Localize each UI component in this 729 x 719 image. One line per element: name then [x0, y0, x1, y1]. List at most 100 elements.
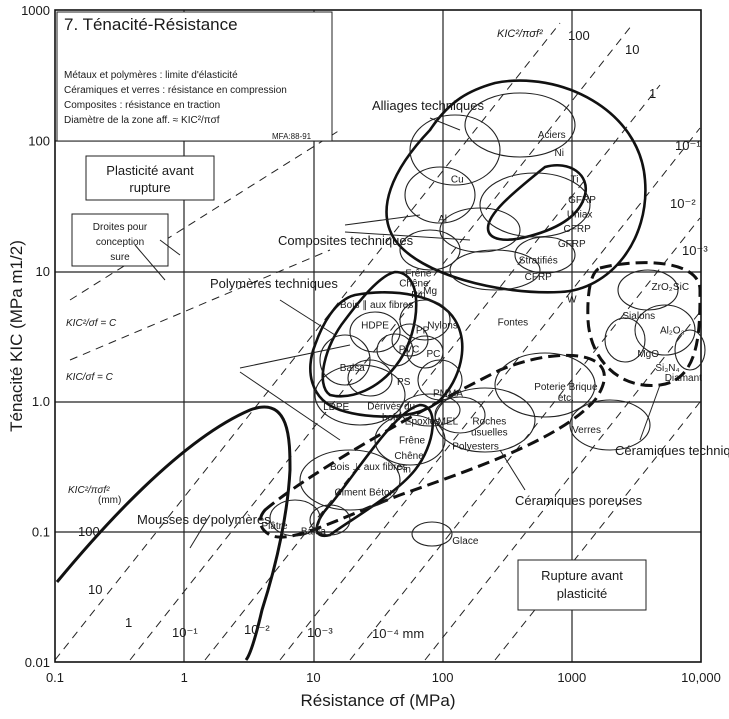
guide-unit-label: (mm)	[98, 495, 121, 506]
x-tick-label: 1	[181, 670, 188, 685]
guide-label-lower: 10⁻²	[244, 622, 270, 637]
y-tick-label: 1000	[21, 3, 50, 18]
guide-formula-left: KIC²/πσf²	[68, 485, 110, 496]
material-label: ZrO₂	[652, 282, 673, 293]
material-label: Ti	[571, 175, 579, 186]
guide-label-upper: 100	[568, 28, 590, 43]
x-tick-label: 10	[306, 670, 320, 685]
envelope-ceramiques-poreuses	[258, 353, 606, 539]
material-label: Frêne	[399, 435, 426, 446]
material-label: Stratifiés	[519, 255, 558, 266]
box-plasticite: Plasticité avant	[106, 163, 194, 178]
material-label: Balsa	[301, 527, 326, 538]
material-label: Al	[438, 214, 447, 225]
svg-text:sure: sure	[110, 252, 130, 263]
guide-formula-top: KIC²/πσf²	[497, 28, 543, 40]
material-label: Nylons	[427, 321, 458, 332]
guide-label-lower: 100	[78, 524, 100, 539]
material-label-line: bois	[382, 412, 400, 423]
material-label: Chêne	[394, 451, 424, 462]
material-label: Fontes	[498, 318, 529, 329]
y-tick-label: 100	[28, 133, 50, 148]
y-axis-title: Ténacité KIC (MPa m1/2)	[7, 240, 26, 432]
chart-title: 7. Ténacité-Résistance	[64, 15, 238, 34]
y-tick-label: 1.0	[32, 394, 50, 409]
material-label: Verres	[572, 425, 601, 436]
box-droites: Droites pour	[93, 222, 148, 233]
guide-label-lower: 10⁻⁴ mm	[372, 626, 424, 641]
material-label: Mg	[423, 286, 437, 297]
material-label: PMMA	[433, 388, 463, 399]
material-label: PP	[416, 325, 430, 336]
material-label-line: usuelles	[471, 428, 508, 439]
material-label: Frêne	[405, 269, 432, 280]
material-label: Pin	[396, 464, 410, 475]
guide-label-upper: 10⁻²	[670, 196, 696, 211]
material-label: Chêne	[399, 278, 429, 289]
material-label: Balsa	[340, 363, 365, 374]
family-labels: Alliages techniques Composites technique…	[137, 98, 729, 527]
guide-label-upper: 10⁻¹	[675, 138, 701, 153]
envelope-alliages	[385, 79, 647, 294]
label-ceramiques-poreuses: Céramiques poreuses	[515, 493, 643, 508]
material-label: W	[567, 295, 577, 306]
reference-code: MFA:88-91	[272, 132, 312, 141]
guide-label-lower: 10⁻³	[307, 625, 333, 640]
label-composites: Composites techniques	[278, 233, 414, 248]
material-label: Plâtre	[261, 521, 288, 532]
material-label: PS	[397, 377, 411, 388]
label-ceramiques-techniques: Céramiques techniques	[615, 443, 729, 458]
material-label-line: Roches	[472, 417, 506, 428]
material-label: Pin	[411, 290, 425, 301]
guide-label-lower: 10	[88, 582, 102, 597]
svg-text:rupture: rupture	[129, 180, 170, 195]
note-composites: Composites : résistance en traction	[64, 100, 220, 111]
guide-label-upper: 10	[625, 42, 639, 57]
guide-label-lower: 10⁻¹	[172, 625, 198, 640]
material-label: Cu	[451, 175, 464, 186]
x-tick-label: 10,000	[681, 670, 721, 685]
material-label: Aciers	[538, 130, 566, 141]
svg-text:plasticité: plasticité	[557, 586, 608, 601]
guide-label-upper: 10⁻³	[682, 243, 708, 258]
material-label: Ni	[555, 148, 564, 159]
material-label: Al₂O₃	[660, 325, 685, 336]
material-label: LDPE	[323, 402, 349, 413]
guide-label-upper: 1	[649, 86, 656, 101]
material-label: Glace	[452, 536, 479, 547]
material-label-line: Poterie Brique	[534, 382, 598, 393]
note-zone-diameter: Diamètre de la zone aff. ≈ KIC²/πσf	[64, 115, 220, 126]
box-labels: Plasticité avant rupture Rupture avant p…	[71, 155, 647, 611]
envelope-ceramiques-techniques	[586, 261, 702, 388]
guide-label-lower: 1	[125, 615, 132, 630]
x-axis-title: Résistance σf (MPa)	[300, 691, 455, 710]
label-bois-parallele: Bois ∥ aux fibres	[340, 300, 413, 311]
label-polymeres: Polymères techniques	[210, 276, 338, 291]
label-mousses: Mousses de polymères	[137, 512, 271, 527]
material-label-line: etc.	[558, 393, 574, 404]
material-label: GFRP	[568, 195, 596, 206]
material-label: CFRP	[525, 272, 553, 283]
material-ellipses	[269, 92, 706, 547]
x-tick-label: 0.1	[46, 670, 64, 685]
material-label: Diamant	[665, 373, 702, 384]
box-rupture: Rupture avant	[541, 568, 623, 583]
y-tick-label: 10	[36, 264, 50, 279]
envelope-mousses	[55, 405, 292, 661]
design-line-kic2: KIC²/σf = C	[66, 318, 117, 329]
material-label: Epoxies	[405, 416, 441, 427]
label-alliages: Alliages techniques	[372, 98, 485, 113]
svg-text:conception: conception	[96, 237, 144, 248]
material-label: MEL	[438, 416, 459, 427]
design-line-kic: KIC/σf = C	[66, 372, 114, 383]
guide-lines	[54, 22, 701, 661]
x-tick-label: 100	[432, 670, 454, 685]
material-label: Sialons	[622, 311, 655, 322]
x-tick-label: 1000	[557, 670, 586, 685]
material-label: Polyesters	[452, 441, 499, 452]
note-metals: Métaux et polymères : limite d'élasticit…	[64, 70, 238, 81]
